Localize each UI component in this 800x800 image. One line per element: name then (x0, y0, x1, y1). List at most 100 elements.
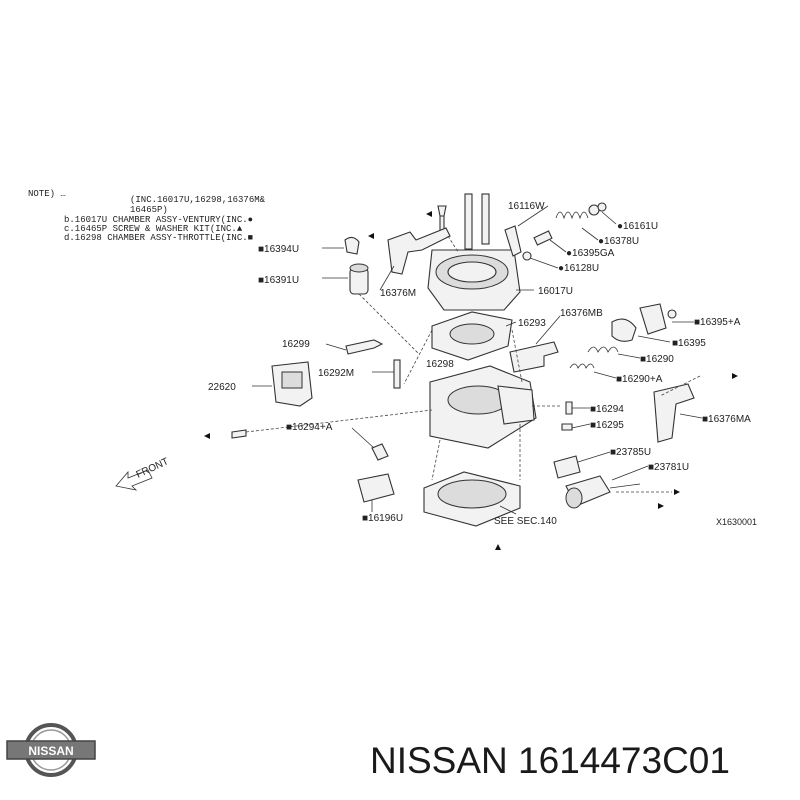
label-23781u: ■23781U (648, 462, 689, 473)
diagram-code: X1630001 (716, 517, 757, 527)
label-16196u: ■16196U (362, 513, 403, 524)
label-16378u: ●16378U (598, 236, 639, 247)
leader-16293 (505, 321, 517, 327)
triangle-marker-6 (658, 503, 664, 509)
front-arrow: FRONT (115, 456, 171, 491)
leader-16376mb (535, 315, 561, 345)
connector-16196u (357, 473, 395, 503)
leader-16294a (351, 427, 375, 449)
label-16161u: ●16161U (617, 221, 658, 232)
cam-16395 (611, 318, 637, 342)
leader-16395ga (549, 239, 567, 253)
label-16395ga: ●16395GA (566, 248, 615, 259)
label-16395a: ■16395+A (694, 317, 741, 328)
label-16290a: ■16290+A (616, 374, 663, 385)
clip-16128u (522, 251, 532, 261)
triangle-marker-4 (204, 433, 210, 439)
label-16116w: 16116W (508, 201, 545, 212)
throttle-linkage (497, 385, 535, 425)
leader-16376ma (679, 413, 703, 419)
label-16391u: ■16391U (258, 275, 299, 286)
sensor-22620-face (281, 371, 303, 389)
label-16295: ■16295 (590, 420, 624, 431)
label-16299: 16299 (282, 339, 310, 350)
screw-16292m (393, 359, 401, 389)
label-see-sec-140: SEE SEC.140 (494, 516, 557, 527)
screw-16295 (561, 423, 573, 431)
spring-16290a (569, 363, 595, 369)
leader-16395 (637, 335, 671, 343)
triangle-marker-1 (426, 211, 432, 217)
label-16292m: 16292M (318, 368, 354, 379)
triangle-marker-7 (495, 544, 501, 550)
clip-16394u (344, 236, 360, 255)
leader-16378u (581, 227, 599, 241)
leader-16299 (325, 343, 347, 351)
screw-16116w (504, 225, 522, 257)
assembly-guides-3 (358, 235, 459, 355)
bracket-16376mb (509, 341, 559, 373)
label-16376m: 16376M (380, 288, 416, 299)
label-16395: ■16395 (672, 338, 706, 349)
note-line-4: b.16017U CHAMBER ASSY-VENTURY(INC.● (64, 215, 253, 225)
label-16376ma: ■16376MA (702, 414, 751, 425)
label-16017u: 16017U (538, 286, 573, 297)
label-16298: 16298 (426, 359, 454, 370)
label-16394u: ■16394U (258, 244, 299, 255)
leader-lines (245, 205, 703, 515)
spring-16378u (555, 211, 589, 220)
note-line-1: NOTE) … (28, 189, 66, 199)
actuator-rod (609, 483, 641, 489)
part-drawings (231, 193, 695, 527)
label-23785u: ■23785U (610, 447, 651, 458)
triangle-markers (204, 211, 738, 550)
gasket-bottom-hole (437, 479, 507, 509)
part-number-caption: NISSAN 1614473C01 (370, 740, 730, 781)
leader-23785u (577, 451, 611, 463)
triangle-marker-3 (732, 373, 738, 379)
bracket-16376m (387, 227, 451, 275)
label-16290: ■16290 (640, 354, 674, 365)
label-16294a: ■16294+A (286, 422, 333, 433)
label-16293: 16293 (518, 318, 546, 329)
rod-left (464, 193, 473, 250)
label-22620: 22620 (208, 382, 236, 393)
triangle-marker-5 (674, 489, 680, 495)
note-line-2: (INC.16017U,16298,16376M& (130, 195, 266, 205)
leader-16128u (529, 257, 559, 269)
note-line-6: d.16298 CHAMBER ASSY-THROTTLE(INC.■ (64, 233, 253, 243)
leader-16116w (517, 205, 549, 227)
washer-16395a (667, 309, 677, 319)
front-label: FRONT (135, 456, 171, 481)
solenoid-top (349, 263, 369, 273)
hose-16299 (345, 339, 384, 355)
washer-16161u-b (597, 202, 607, 212)
front-arrow-icon (115, 469, 153, 491)
spring-16290 (587, 346, 619, 353)
nissan-logo-icon: NISSAN (6, 723, 96, 777)
triangle-marker-2 (368, 233, 374, 239)
note-line-5: c.16465P SCREW & WASHER KIT(INC.▲ (64, 224, 243, 234)
bracket-16376ma (653, 383, 695, 443)
leader-16295 (571, 423, 591, 429)
leader-see140 (499, 505, 517, 515)
lever-16395a (639, 303, 667, 335)
screw-16294 (565, 401, 573, 415)
logo-wordmark: NISSAN (28, 744, 73, 758)
leader-16161u (601, 211, 617, 225)
bracket-23785u (553, 455, 581, 479)
leader-16290 (617, 353, 641, 359)
venturi-bore-inner (447, 261, 497, 283)
part-labels: 16116W ●16161U ●16378U ●16395GA ●16128U … (208, 201, 757, 527)
label-16294: ■16294 (590, 404, 624, 415)
leader-23781u (611, 465, 649, 481)
sensor-16294a (371, 443, 389, 461)
note-line-3: 16465P) (130, 205, 168, 215)
label-16128u: ●16128U (558, 263, 599, 274)
leader-16290a (593, 371, 617, 379)
leader-16376m (379, 265, 395, 291)
label-16376mb: 16376MB (560, 308, 603, 319)
rod-right (481, 193, 490, 245)
plug-16395ga (533, 230, 553, 246)
